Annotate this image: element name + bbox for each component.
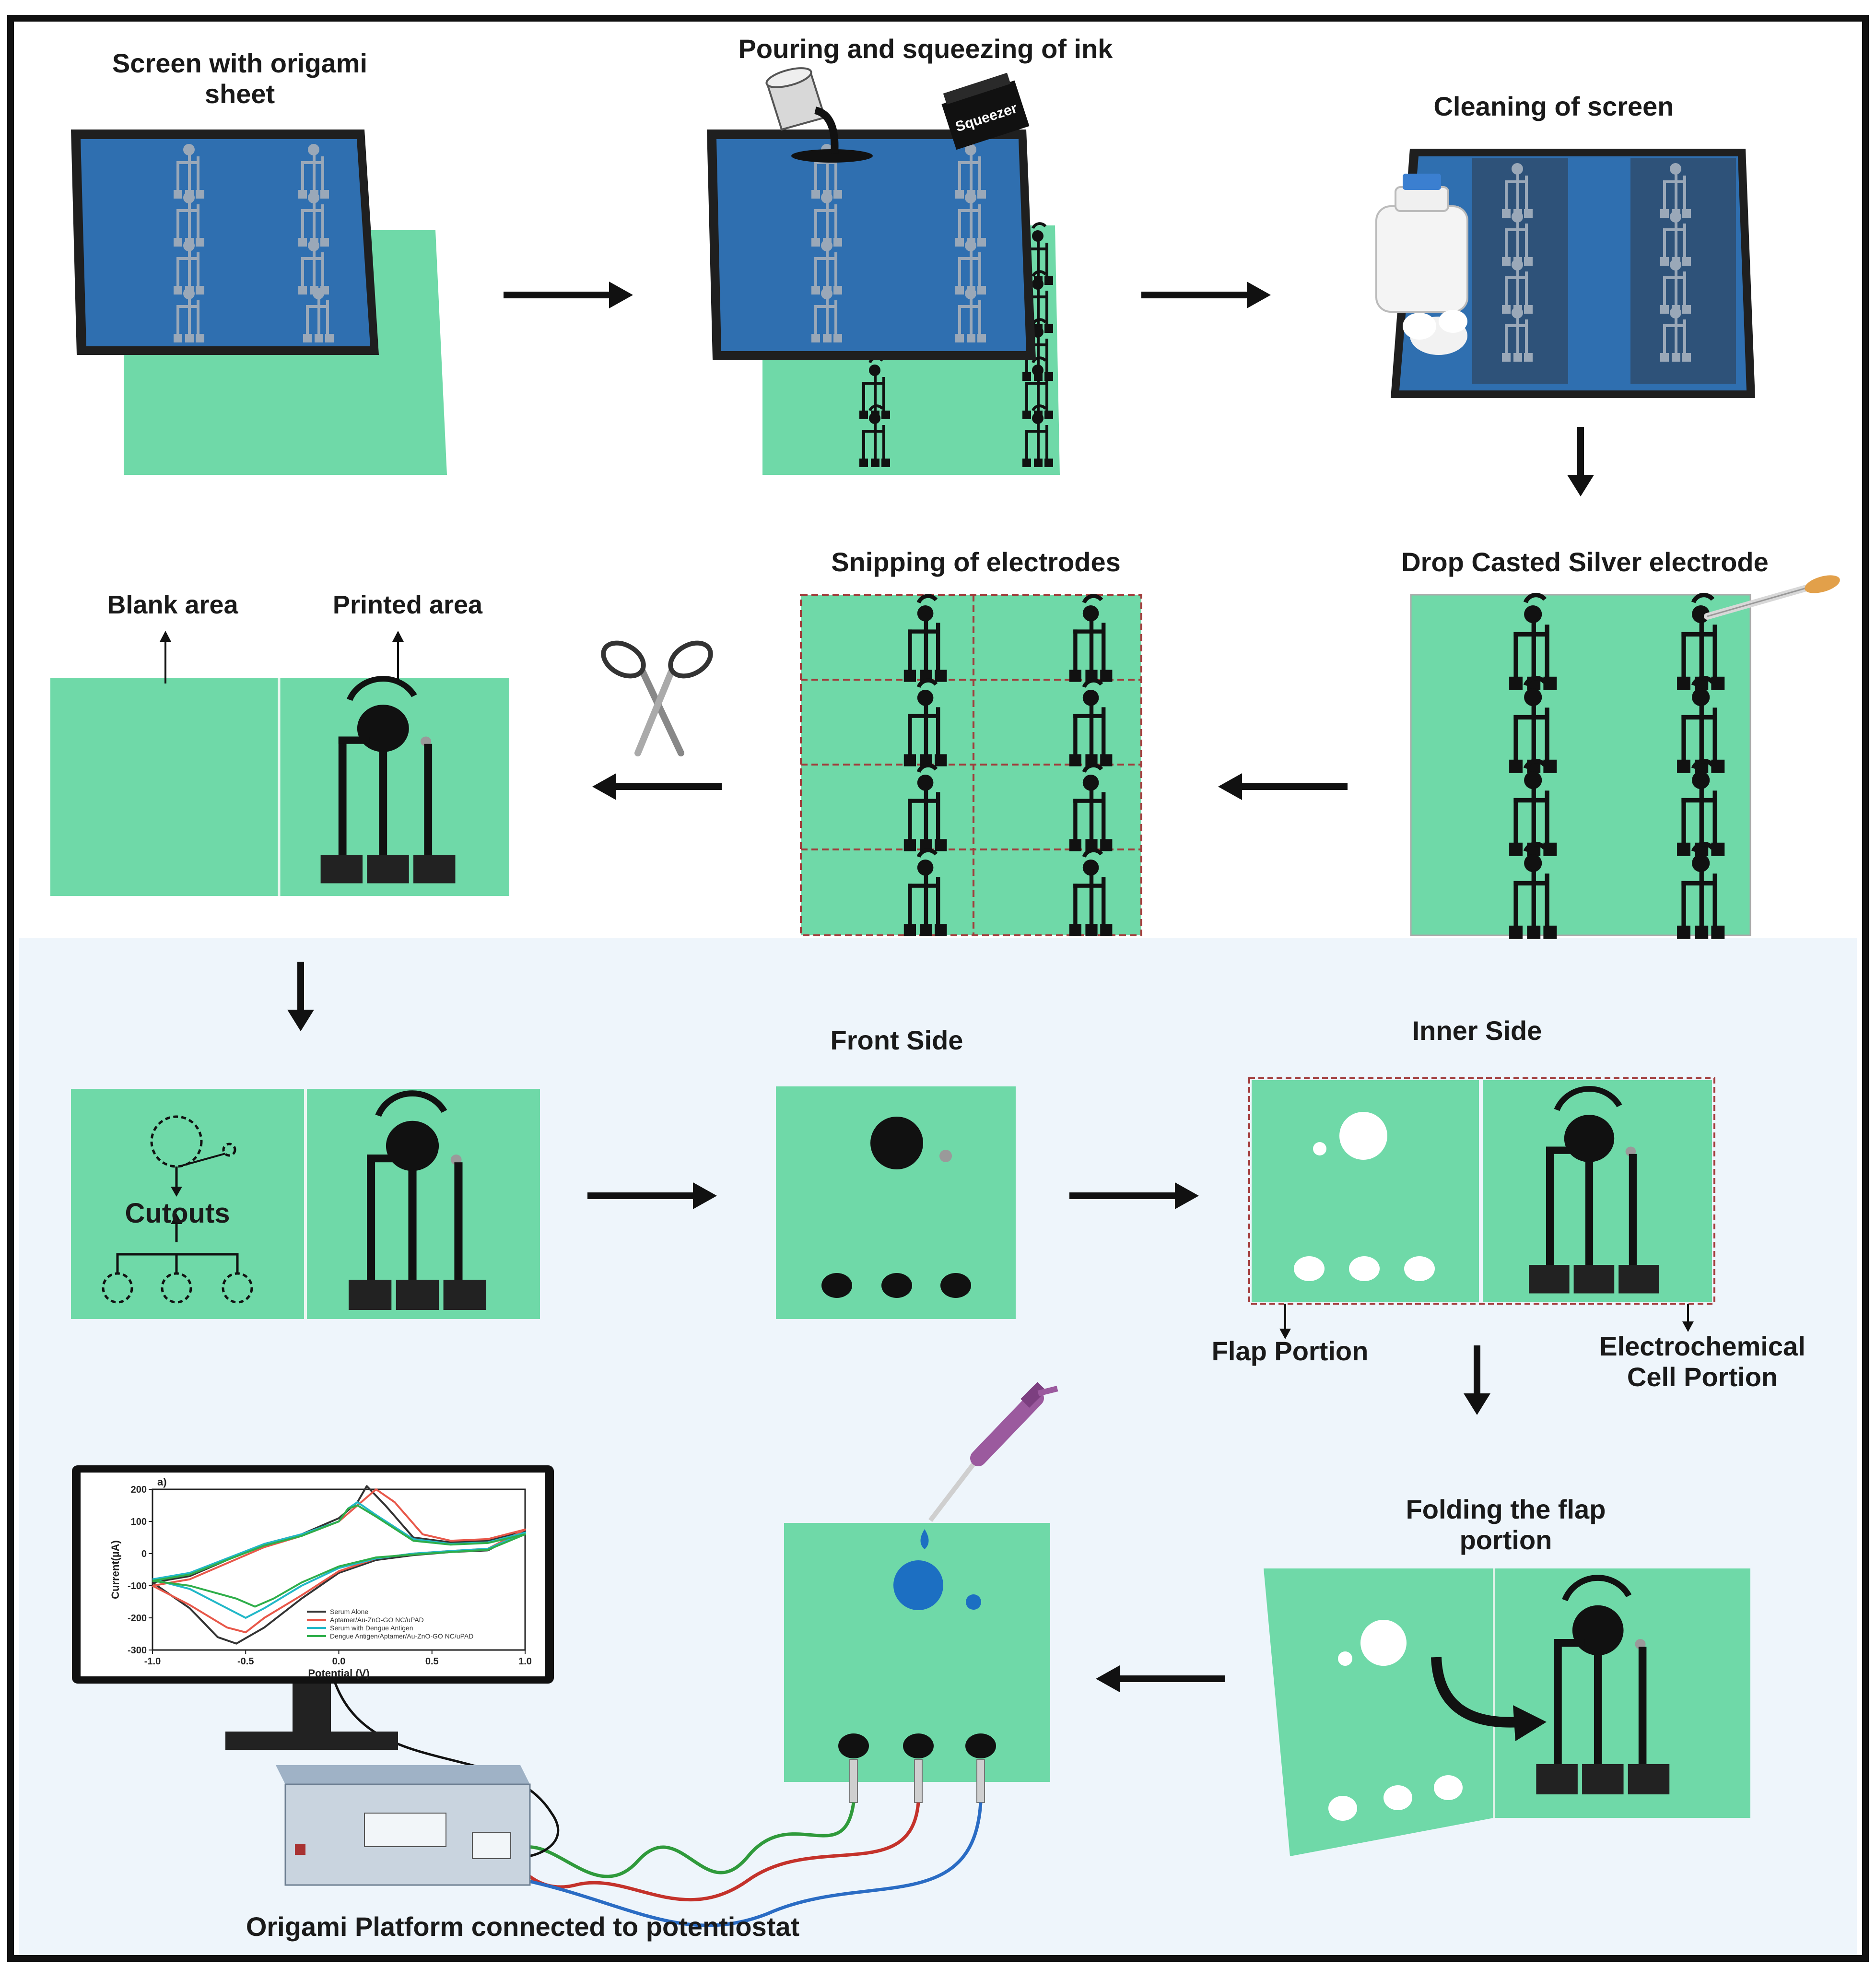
y-tick-label: -300 xyxy=(128,1645,147,1656)
series-line-3 xyxy=(152,1501,526,1619)
ink-bucket-icon xyxy=(765,67,839,154)
label-electrochemical-cell: Electrochemical Cell Portion xyxy=(1599,1331,1806,1392)
curved-arrow-icon xyxy=(1431,1657,1547,1741)
wash-bottle-icon xyxy=(1375,174,1468,355)
label-screen-with-sheet: Screen with origami sheet xyxy=(112,48,368,109)
label-pouring: Pouring and squeezing of ink xyxy=(738,34,1113,64)
up-arrowhead xyxy=(392,631,404,642)
label-drop-casted: Drop Casted Silver electrode xyxy=(1401,547,1769,577)
legend-entry: Aptamer/Au-ZnO-GO NC/uPAD xyxy=(330,1616,424,1624)
series-line-4 xyxy=(152,1504,526,1608)
y-tick-label: 200 xyxy=(131,1485,147,1495)
y-axis-label: Current(µA) xyxy=(109,1540,121,1599)
right-arrow-icon xyxy=(504,282,633,308)
folding-flap-sheet xyxy=(1264,1568,1750,1856)
down-arrowhead xyxy=(1279,1329,1291,1339)
cleaning-screen-illustration xyxy=(1391,149,1755,398)
left-arrow-icon xyxy=(592,773,722,800)
cutouts-sheet xyxy=(71,1089,540,1319)
y-tick-label: -200 xyxy=(128,1613,147,1624)
x-axis-label: Potential (V) xyxy=(308,1667,369,1679)
label-snipping: Snipping of electrodes xyxy=(831,547,1121,577)
scissors-icon xyxy=(601,640,713,756)
label-cleaning: Cleaning of screen xyxy=(1433,91,1674,121)
label-flap-portion: Flap Portion xyxy=(1211,1336,1369,1366)
x-tick-label: -1.0 xyxy=(144,1656,161,1667)
label-platform: Origami Platform connected to potentiost… xyxy=(246,1911,800,1942)
down-arrow-icon xyxy=(1567,427,1594,496)
legend-entry: Serum with Dengue Antigen xyxy=(330,1624,413,1632)
squeezer-icon: Squeezer xyxy=(941,72,1030,150)
screen-with-sheet-illustration xyxy=(71,130,447,475)
label-cutouts: Cutouts xyxy=(125,1198,230,1229)
outer-frame xyxy=(7,15,1869,1962)
x-tick-label: 1.0 xyxy=(518,1656,532,1667)
pouring-illustration xyxy=(707,130,1060,475)
label-folding: Folding the flap portion xyxy=(1406,1494,1606,1556)
snipping-sheet xyxy=(800,594,1142,936)
potentiostat-icon xyxy=(276,1765,531,1886)
left-arrow-icon xyxy=(1218,773,1348,800)
label-front-side: Front Side xyxy=(830,1025,963,1055)
cv-chart: 200 100 0 -100 -200 -300-1.0 -0.5 0.0 0.5 1.0Pote… xyxy=(109,1476,532,1679)
sample-drop-sheet xyxy=(784,1523,1050,1782)
right-arrow-icon xyxy=(1141,282,1271,308)
drop-casted-sheet xyxy=(1410,595,1751,939)
up-arrowhead xyxy=(160,631,171,642)
pipette-icon xyxy=(928,1382,1058,1522)
down-arrowhead xyxy=(1682,1321,1694,1332)
label-printed-area: Printed area xyxy=(332,590,483,619)
dropper-icon xyxy=(1704,575,1840,620)
front-side-sheet xyxy=(776,1086,1016,1319)
inner-side-sheet xyxy=(1248,1077,1715,1305)
x-tick-label: 0.5 xyxy=(425,1656,439,1667)
legend-entry: Serum Alone xyxy=(330,1608,368,1615)
label-inner-side: Inner Side xyxy=(1412,1015,1542,1046)
potentiostat-cables xyxy=(329,1669,983,1927)
label-blank-area: Blank area xyxy=(107,590,238,619)
blank-printed-sheet xyxy=(50,678,509,896)
y-tick-label: 0 xyxy=(141,1549,147,1559)
y-tick-label: 100 xyxy=(131,1517,147,1527)
panel-label: a) xyxy=(157,1476,167,1488)
x-tick-label: -0.5 xyxy=(237,1656,254,1667)
monitor-icon xyxy=(72,1465,554,1750)
y-tick-label: -100 xyxy=(128,1581,147,1591)
legend-entry: Dengue Antigen/Aptamer/Au-ZnO-GO NC/uPAD xyxy=(330,1632,473,1640)
x-tick-label: 0.0 xyxy=(332,1656,346,1667)
